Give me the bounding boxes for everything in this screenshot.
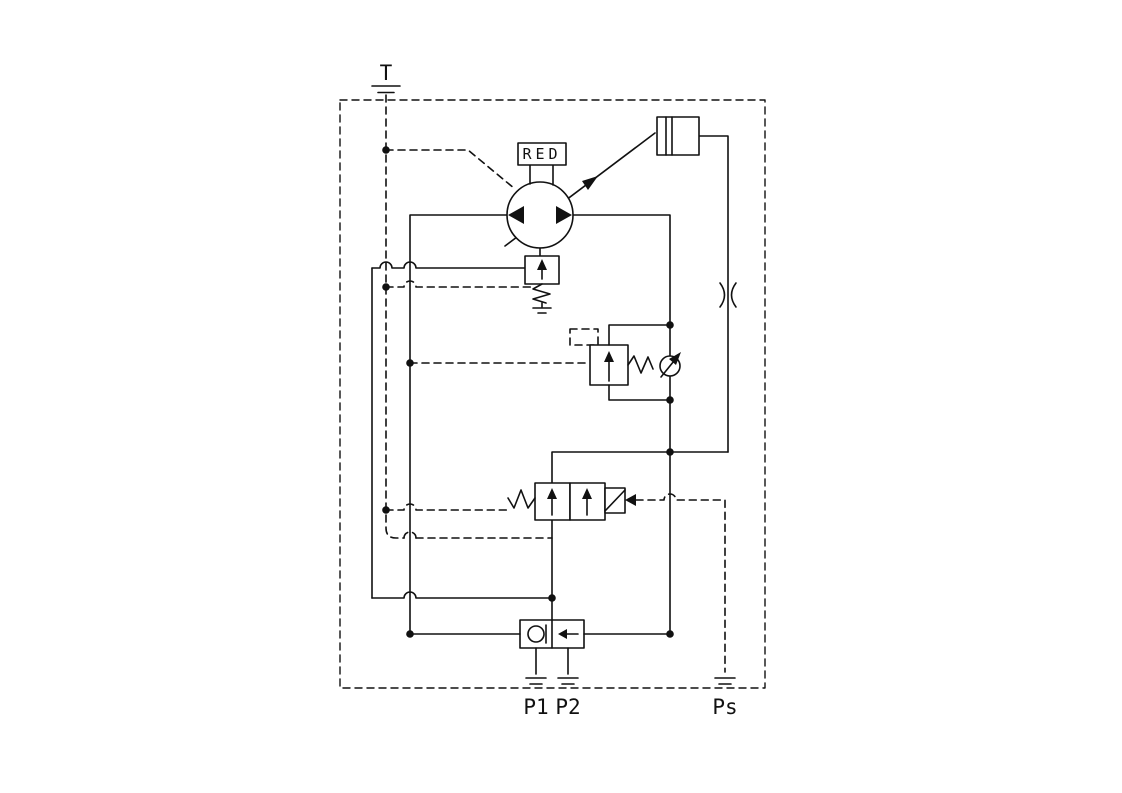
junction-dot [382, 146, 390, 154]
shuttle-check-valve [409, 619, 671, 649]
relief-top-port-line [608, 324, 671, 346]
check-valve-arrow-head [669, 352, 681, 365]
cylinder-supply-line [698, 135, 729, 453]
port-ps-label: Ps [712, 695, 737, 719]
reducing-valve-drain-line [385, 280, 535, 288]
fixed-orifice-icon [719, 282, 726, 308]
electronic-control-label: RED [522, 145, 561, 163]
solenoid-directional-valve [507, 482, 726, 673]
shuttle-arrow-head [558, 629, 567, 639]
ps-pilot-line [635, 493, 726, 673]
fixed-orifice-icon [730, 282, 737, 308]
check-valve [659, 352, 681, 378]
enclosure-boundary [339, 99, 766, 689]
displacement-arrow-head [582, 176, 598, 190]
reducing-valve-outlet-line [371, 261, 526, 269]
valve-supply-line [551, 451, 729, 484]
pump-flow-triangle-left [508, 206, 524, 224]
pilot-relief-valve [569, 324, 671, 401]
line-crossing-hop [403, 531, 417, 539]
relief-pilot-box [569, 328, 599, 346]
valve-spring-drain-line [385, 503, 509, 511]
electronic-control-box [517, 142, 567, 166]
reducing-valve-arrow-head [537, 259, 547, 270]
pressure-reducing-valve [524, 255, 560, 314]
port-p2-label: P2 [555, 695, 580, 719]
junction-dot [382, 283, 390, 291]
pump-case-drain-line [385, 149, 516, 190]
tank-port-label: T [380, 61, 393, 85]
variable-displacement-pump: RED [504, 132, 656, 257]
pump-pressure-line [572, 214, 671, 635]
junction-dot [382, 506, 390, 514]
valve-arrow-head [547, 488, 557, 499]
reducing-valve-spring-icon [532, 283, 551, 304]
shuttle-ball-icon [527, 625, 545, 643]
junction-dot [666, 630, 674, 638]
junction-dot [666, 396, 674, 404]
solenoid-diagonal [604, 489, 626, 512]
valve-arrow-head [582, 488, 592, 499]
junction-dot [406, 630, 414, 638]
junction-dot [666, 321, 674, 329]
port-p1-label: P1 [523, 695, 548, 719]
valve-spring-icon [507, 489, 536, 509]
tank-pilot-line [385, 94, 405, 539]
pump-flow-triangle-right [556, 206, 572, 224]
lower-branch-line [371, 591, 553, 599]
junction-dot [666, 448, 674, 456]
relief-spring-icon [627, 355, 654, 374]
relief-arrow-head [604, 351, 614, 362]
ports: P1 P2 Ps [523, 647, 738, 719]
pilot-arrow-icon [625, 494, 636, 506]
junction-dot [406, 359, 414, 367]
relief-bottom-port-line [608, 384, 671, 401]
stroking-cylinder-assembly [656, 116, 737, 453]
junction-dots [382, 146, 674, 638]
tank-port-t: T [371, 61, 401, 94]
pump-inlet-line [409, 214, 508, 635]
junction-dot [548, 594, 556, 602]
stroking-cylinder-body [656, 116, 700, 156]
